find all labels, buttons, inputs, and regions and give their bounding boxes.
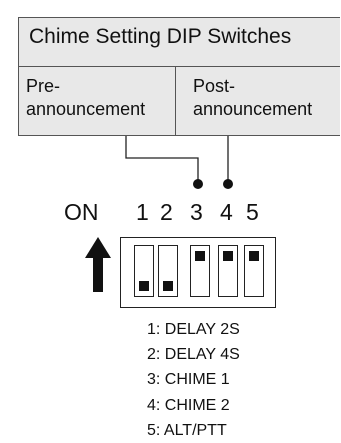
dip-switch-5[interactable] [244,245,264,297]
legend-item-2: 2: DELAY 4S [147,346,240,363]
pre-label-line2: announcement [26,99,146,119]
legend-item-5: 5: ALT/PTT [147,422,227,439]
on-label: ON [64,199,99,225]
switch-number-2: 2 [160,199,173,225]
header-panel [18,17,340,136]
dip-switch-2[interactable] [158,245,178,297]
post-announcement-label: Post- announcement [193,75,312,121]
dip-switch-3[interactable] [190,245,210,297]
pre-label-line1: Pre- [26,76,61,96]
switch-number-5: 5 [246,199,259,225]
post-label-line2: announcement [193,99,313,119]
switch-3-dot [193,179,203,189]
header-divider [18,66,340,67]
dip-switch-4[interactable] [218,245,238,297]
switch-knob [195,251,205,261]
switch-knob [139,281,149,291]
switch-number-3: 3 [190,199,203,225]
post-label-line1: Post- [193,76,236,96]
dip-switch-1[interactable] [134,245,154,297]
legend-item-1: 1: DELAY 2S [147,321,240,338]
switch-4-dot [223,179,233,189]
switch-number-4: 4 [220,199,233,225]
switch-number-1: 1 [136,199,149,225]
switch-knob [163,281,173,291]
switch-knob [223,251,233,261]
panel-title: Chime Setting DIP Switches [29,25,292,48]
pre-connector-line [125,136,199,182]
pre-announcement-label: Pre- announcement [26,75,145,121]
legend-item-3: 3: CHIME 1 [147,371,230,388]
legend-item-4: 4: CHIME 2 [147,397,230,414]
column-divider [175,67,176,136]
up-arrow-icon [85,237,111,292]
switch-knob [249,251,259,261]
